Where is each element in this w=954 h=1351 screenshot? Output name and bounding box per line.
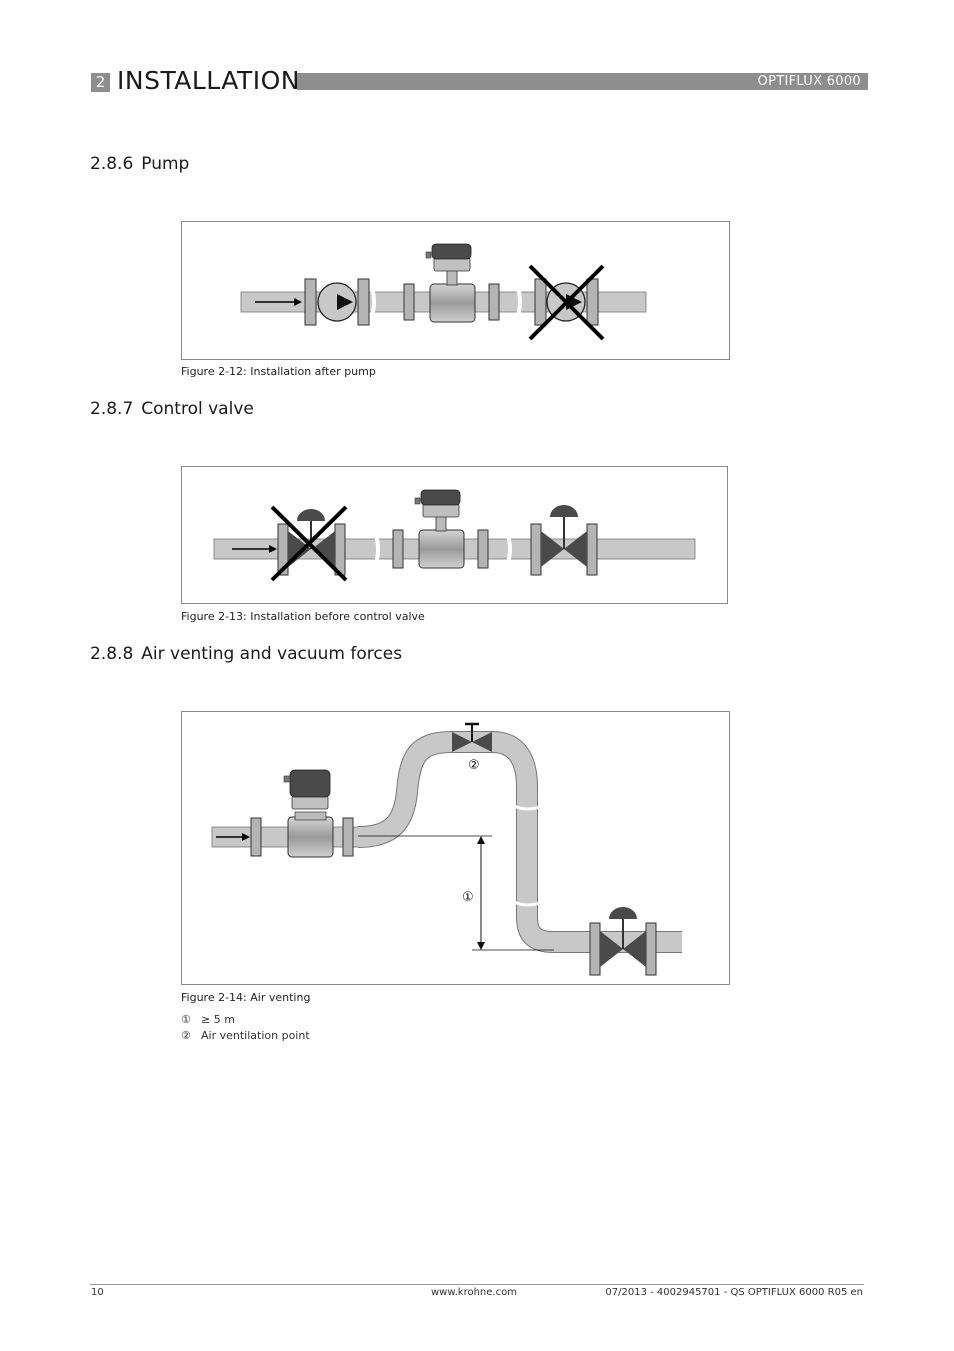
footer-website: www.krohne.com	[431, 1287, 517, 1298]
section-title: Control valve	[141, 399, 254, 419]
figure-installation-before-control-valve	[181, 466, 728, 604]
pump-icon	[304, 278, 370, 326]
section-number: 2.8.6	[90, 154, 134, 174]
pump-diagram	[240, 243, 647, 341]
figure-caption: Figure 2-14: Air venting	[181, 991, 311, 1004]
section-heading-pump: 2.8.6 Pump	[90, 153, 189, 175]
callout-2: ②	[468, 758, 480, 773]
legend-marker: ②	[181, 1029, 191, 1042]
chapter-number: 2	[91, 73, 110, 92]
legend-text: Air ventilation point	[201, 1029, 310, 1042]
flowmeter-icon	[392, 489, 489, 569]
control-valve-diagram	[213, 489, 696, 582]
vent-valve-icon	[452, 722, 492, 752]
section-title: Pump	[141, 154, 190, 174]
cross-out-icon	[270, 505, 348, 582]
section-heading-air-venting: 2.8.8 Air venting and vacuum forces	[90, 643, 402, 665]
chapter-title: INSTALLATION	[117, 66, 300, 95]
air-venting-diagram: ② ①	[211, 722, 682, 976]
legend-item: ① ≥ 5 m	[181, 1013, 235, 1027]
flow-arrow-icon	[255, 298, 302, 306]
section-number: 2.8.8	[90, 644, 134, 664]
control-valve-icon	[589, 907, 657, 976]
footer-divider	[90, 1284, 864, 1285]
callout-1: ①	[462, 890, 474, 905]
flow-arrow-icon	[232, 545, 277, 553]
figure-caption: Figure 2-13: Installation before control…	[181, 610, 425, 623]
legend-marker: ①	[181, 1013, 191, 1026]
cross-out-icon	[528, 264, 605, 341]
figure-air-venting: ② ①	[181, 711, 730, 985]
section-title: Air venting and vacuum forces	[141, 644, 403, 664]
legend-item: ② Air ventilation point	[181, 1029, 310, 1043]
header-bar	[297, 73, 868, 90]
figure-installation-after-pump	[181, 221, 730, 360]
page-number: 10	[91, 1287, 104, 1298]
flowmeter-icon	[250, 769, 354, 858]
section-heading-control-valve: 2.8.7 Control valve	[90, 398, 254, 420]
section-number: 2.8.7	[90, 399, 134, 419]
product-name: OPTIFLUX 6000	[757, 74, 861, 89]
legend-text: ≥ 5 m	[201, 1013, 235, 1026]
figure-caption: Figure 2-12: Installation after pump	[181, 365, 376, 378]
footer-doc-ref: 07/2013 - 4002945701 - QS OPTIFLUX 6000 …	[605, 1287, 863, 1298]
flow-arrow-icon	[216, 833, 250, 841]
flowmeter-icon	[403, 243, 500, 323]
control-valve-icon	[530, 505, 598, 576]
